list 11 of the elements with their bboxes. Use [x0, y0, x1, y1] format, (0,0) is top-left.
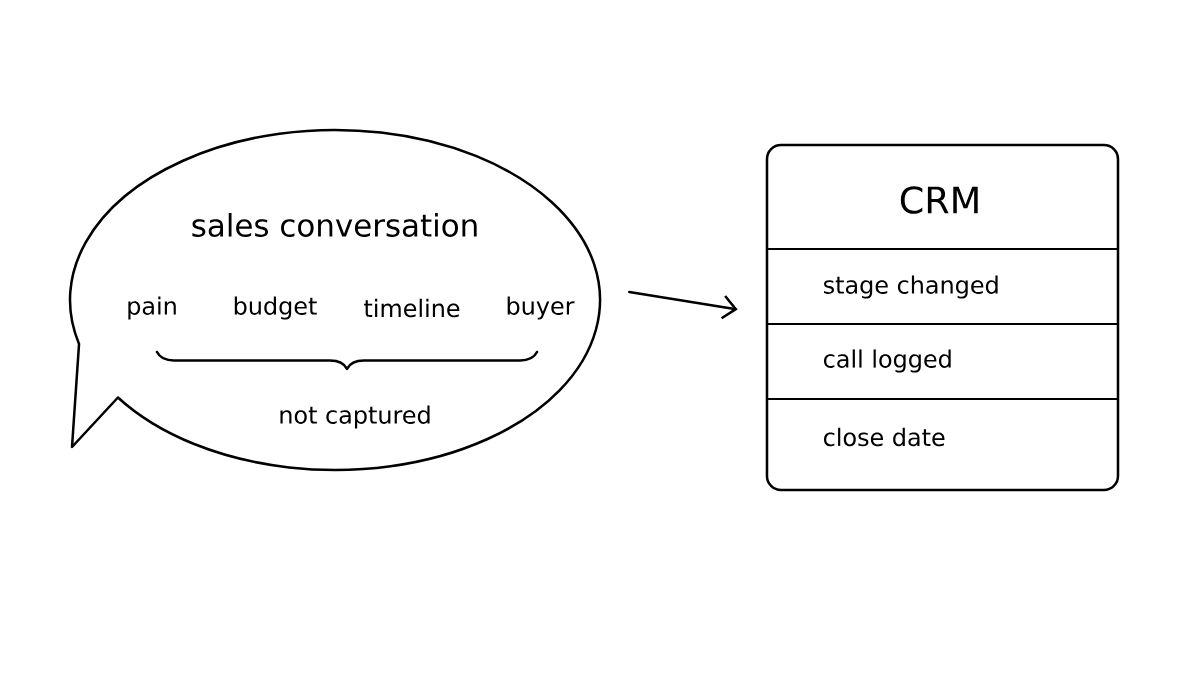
brace-label: not captured: [280, 405, 430, 429]
topic-word: pain: [128, 296, 176, 320]
arrow: [628, 290, 738, 320]
table-title: CRM: [900, 186, 978, 214]
row-label: call logged: [824, 349, 951, 373]
topic-word: budget: [234, 296, 317, 320]
topic-word: timeline: [364, 298, 460, 318]
row-label: close date: [824, 427, 945, 447]
row-label: stage changed: [824, 275, 998, 299]
topic-word: buyer: [507, 296, 575, 320]
bubble-title: sales conversation: [192, 213, 477, 237]
